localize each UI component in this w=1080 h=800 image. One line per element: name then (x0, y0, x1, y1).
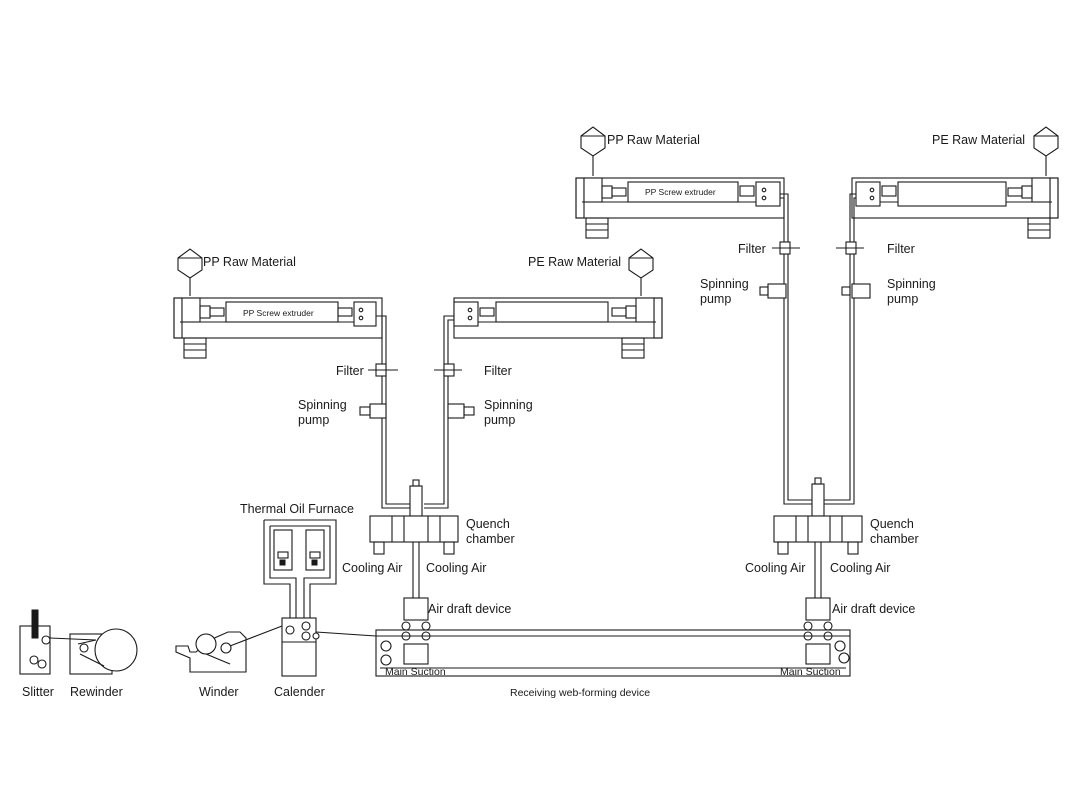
pe-raw-material-right-label: PE Raw Material (932, 133, 1025, 147)
spinning-pump-left-1-b: pump (298, 413, 329, 427)
winder-label: Winder (199, 685, 239, 699)
main-suction-right: Main Suction (780, 666, 841, 678)
cooling-air-left-2: Cooling Air (426, 561, 486, 575)
quench-chamber-right-a: Quench (870, 517, 914, 531)
left-pe-extruder (453, 248, 663, 359)
left-pp-extruder (173, 248, 383, 359)
cooling-air-right-1: Cooling Air (745, 561, 805, 575)
spinning-pump-left-2-a: Spinning (484, 398, 533, 412)
spinning-pump-right-1-b: pump (700, 292, 731, 306)
filter-right-2-label: Filter (887, 242, 915, 256)
rewinder (69, 628, 138, 675)
calender-label: Calender (274, 685, 325, 699)
filter-left-2-label: Filter (484, 364, 512, 378)
right-spinning-tower (773, 477, 863, 665)
spinning-pump-right-1-a: Spinning (700, 277, 749, 291)
right-melt-pipes (759, 193, 871, 505)
pe-raw-material-left-label: PE Raw Material (528, 255, 621, 269)
spinning-pump-left-1-a: Spinning (298, 398, 347, 412)
quench-chamber-left-a: Quench (466, 517, 510, 531)
filter-left-1-label: Filter (336, 364, 364, 378)
left-spinning-tower (369, 479, 459, 665)
pp-raw-material-right-label: PP Raw Material (607, 133, 700, 147)
spinning-pump-left-2-b: pump (484, 413, 515, 427)
receiving-device-label: Receiving web-forming device (510, 687, 650, 699)
thermal-oil-furnace-label: Thermal Oil Furnace (240, 502, 354, 516)
cooling-air-left-1: Cooling Air (342, 561, 402, 575)
spinning-pump-right-2-a: Spinning (887, 277, 936, 291)
right-pe-extruder (851, 126, 1059, 239)
cooling-air-right-2: Cooling Air (830, 561, 890, 575)
rewinder-label: Rewinder (70, 685, 123, 699)
pp-screw-extruder-left-label: PP Screw extruder (243, 308, 314, 318)
calender (281, 617, 377, 677)
receiving-web-forming-device (375, 629, 851, 677)
air-draft-left: Air draft device (428, 602, 511, 616)
main-suction-left: Main Suction (385, 666, 446, 678)
quench-chamber-right-b: chamber (870, 532, 919, 546)
quench-chamber-left-b: chamber (466, 532, 515, 546)
pp-screw-extruder-right-label: PP Screw extruder (645, 187, 716, 197)
slitter-label: Slitter (22, 685, 54, 699)
pp-raw-material-left-label: PP Raw Material (203, 255, 296, 269)
winder (175, 625, 283, 673)
slitter (19, 609, 97, 675)
spinning-pump-right-2-b: pump (887, 292, 918, 306)
right-pp-extruder (575, 126, 785, 239)
left-melt-pipes (359, 315, 475, 509)
air-draft-right: Air draft device (832, 602, 915, 616)
thermal-oil-furnace (263, 519, 337, 618)
filter-right-1-label: Filter (738, 242, 766, 256)
